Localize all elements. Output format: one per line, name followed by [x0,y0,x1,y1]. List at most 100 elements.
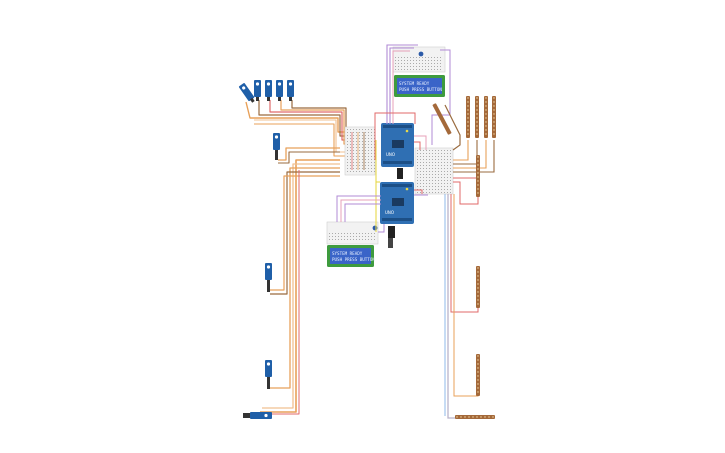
breadboard-hole [423,174,424,175]
breadboard-hole [420,174,421,175]
usb-connector [397,168,403,179]
breadboard-hole [438,171,439,172]
breadboard-hole [441,174,442,175]
strip-led [493,113,495,115]
strip-led [485,117,487,119]
breadboard-hole [347,132,348,133]
potentiometer-bottom [372,225,378,231]
breadboard-hole [435,183,436,184]
strip-led [477,168,479,170]
breadboard-hole [425,60,426,61]
strip-led [477,164,479,166]
strip-led [477,303,479,305]
strip-led [484,416,486,418]
breadboard-hole [368,171,369,172]
breadboard-hole [450,156,451,157]
breadboard-hole [350,159,351,160]
breadboard-hole [353,168,354,169]
breadboard-hole [374,147,375,148]
breadboard-hole [365,129,366,130]
breadboard-hole [362,147,363,148]
breadboard-hole [356,168,357,169]
breadboard-hole [359,159,360,160]
strip-led [472,416,474,418]
breadboard-hole [371,168,372,169]
breadboard-hole [356,236,357,237]
breadboard-hole [441,156,442,157]
breadboard-hole [341,236,342,237]
breadboard-hole [356,132,357,133]
strip-led [467,105,469,107]
breadboard-hole [374,129,375,130]
servo-6 [273,133,280,160]
breadboard-hole [410,63,411,64]
breadboard-hole [417,159,418,160]
strip-led [477,156,479,158]
breadboard-hole [350,171,351,172]
breadboard-hole [419,60,420,61]
breadboard-hole [437,57,438,58]
lcd-top-line1: SYSTEM READY [399,81,430,86]
breadboard-hole [423,165,424,166]
strip-led [493,125,495,127]
breadboard-hole [441,186,442,187]
arduino-top-label: UNO [386,152,395,157]
breadboard-hole [422,60,423,61]
breadboard-hole [441,171,442,172]
breadboard-hole [374,138,375,139]
breadboard-hole [338,239,339,240]
breadboard-hole [353,153,354,154]
breadboard-hole [368,150,369,151]
breadboard-hole [447,189,448,190]
breadboard-hole [434,60,435,61]
strip-led [476,121,478,123]
breadboard-hole [395,57,396,58]
breadboard-hole [435,192,436,193]
breadboard-hole [420,168,421,169]
breadboard-hole [444,171,445,172]
breadboard-hole [417,186,418,187]
breadboard-hole [347,135,348,136]
breadboard-hole [447,171,448,172]
breadboard-hole [356,141,357,142]
strip-led [485,121,487,123]
breadboard-hole [362,162,363,163]
breadboard-hole [362,138,363,139]
breadboard-hole [429,150,430,151]
breadboard-hole [426,162,427,163]
breadboard-center [344,126,376,176]
breadboard-hole [447,162,448,163]
breadboard-hole [371,153,372,154]
breadboard-hole [444,174,445,175]
breadboard-hole [417,156,418,157]
breadboard-hole [440,69,441,70]
breadboard-hole [359,129,360,130]
breadboard-hole [423,177,424,178]
lcd-bottom-line1: SYSTEM READY [332,251,363,256]
strip-led [460,416,462,418]
breadboard-hole [432,189,433,190]
breadboard-hole [441,168,442,169]
breadboard-hole [371,239,372,240]
breadboard-hole [423,153,424,154]
breadboard-hole [428,66,429,67]
breadboard-hole [435,150,436,151]
breadboard-hole [365,168,366,169]
breadboard-hole [353,236,354,237]
breadboard-hole [416,57,417,58]
breadboard-hole [359,135,360,136]
breadboard-hole [347,168,348,169]
breadboard-hole [429,192,430,193]
breadboard-hole [368,141,369,142]
breadboard-hole [435,171,436,172]
breadboard-hole [447,183,448,184]
breadboard-hole [350,153,351,154]
breadboard-hole [356,159,357,160]
breadboard-hole [347,144,348,145]
breadboard-hole [347,156,348,157]
strip-led [456,416,458,418]
breadboard-hole [365,153,366,154]
strip-led [493,121,495,123]
breadboard-hole [426,171,427,172]
